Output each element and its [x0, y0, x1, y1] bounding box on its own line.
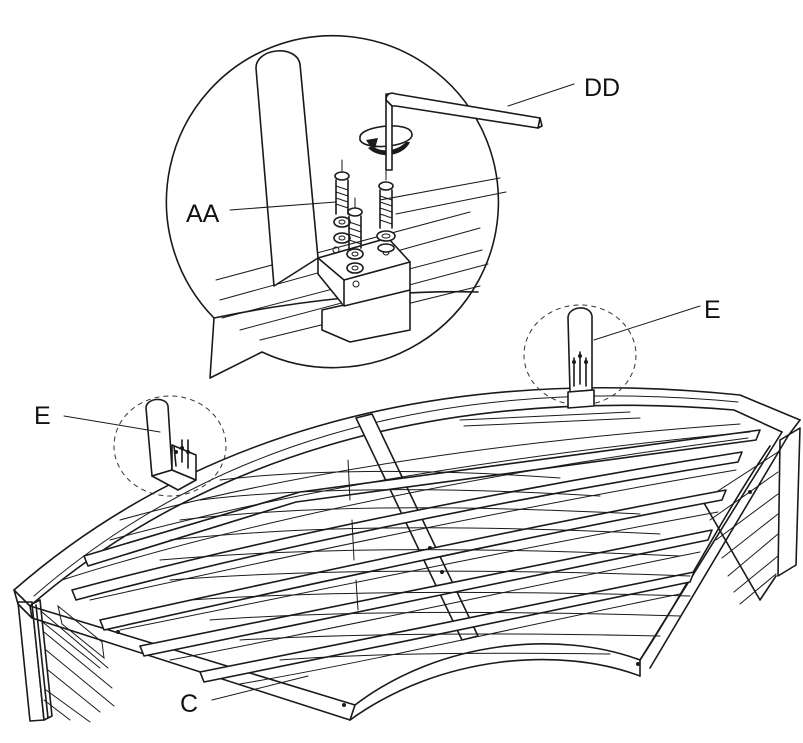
leader-lines [63, 83, 701, 701]
roof-slats [61, 411, 761, 685]
bolt-left [333, 159, 351, 244]
label-dd: DD [584, 74, 620, 102]
bolt-middle [346, 197, 364, 274]
label-e-right: E [704, 296, 721, 324]
label-e-left: E [34, 402, 51, 430]
right-leg [699, 427, 801, 605]
detail-callout [165, 34, 543, 379]
left-leg [17, 599, 115, 723]
left-bracket [113, 395, 227, 497]
right-bracket [523, 304, 637, 409]
label-c: C [180, 690, 198, 718]
allen-key [385, 92, 543, 171]
canopy-frame [13, 387, 801, 723]
label-aa: AA [186, 200, 220, 228]
bolt-right [376, 169, 396, 253]
